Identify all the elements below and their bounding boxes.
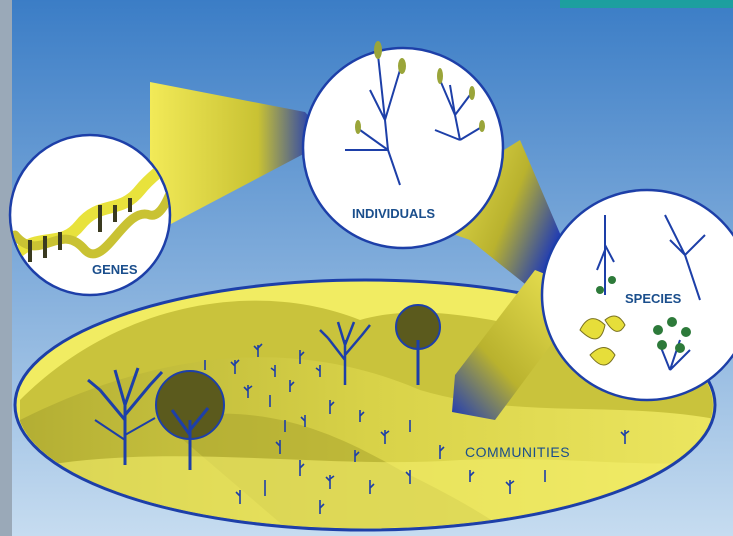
title-strip (560, 0, 733, 8)
species-circle: SPECIES (542, 190, 733, 400)
label-communities: COMMUNITIES (465, 444, 570, 460)
label-individuals: INDIVIDUALS (352, 206, 435, 221)
label-genes: GENES (92, 262, 138, 277)
label-species: SPECIES (625, 291, 682, 306)
left-side-panel (0, 0, 12, 536)
